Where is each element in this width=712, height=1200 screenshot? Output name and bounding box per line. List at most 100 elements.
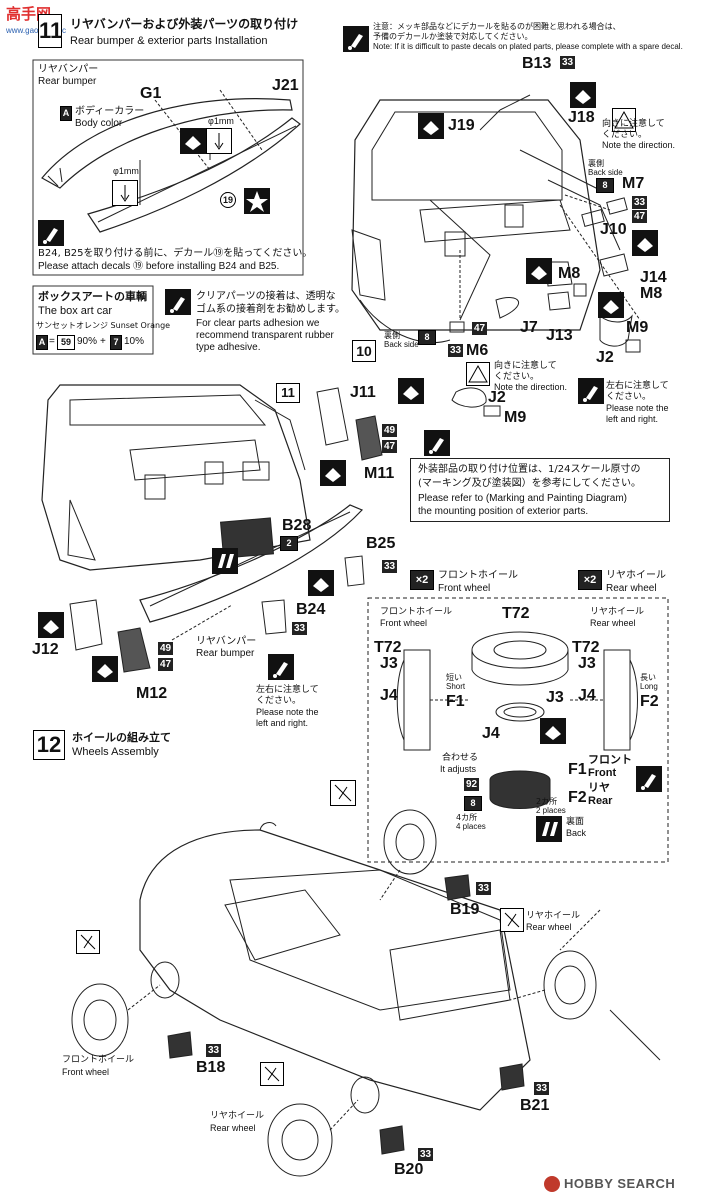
glue-icon-wheel [636, 766, 662, 792]
front-wheel-bottom-en: Front wheel [62, 1067, 110, 1077]
part-t72-left: T72 [374, 639, 402, 656]
part-m8a: M8 [558, 265, 581, 282]
glue-icon-clear [165, 289, 191, 315]
decal-33-m6: 33 [448, 344, 464, 357]
two-places-jp: 2カ所 [536, 797, 558, 806]
decal-33-b18: 33 [206, 1044, 222, 1057]
rear-wheel-bottom2-jp: リヤホイール [210, 1111, 265, 1121]
part-j11: J11 [350, 384, 376, 401]
lr-mid-en2: left and right. [256, 718, 309, 728]
clear-parts-en2: recommend transparent rubber [196, 330, 334, 341]
cement-icon-m12 [92, 656, 118, 682]
short-en: Short [446, 682, 466, 691]
paint-icon-wheel [536, 816, 562, 842]
no-glue-icon-front [76, 930, 100, 954]
clear-parts-en3: type adhesive. [196, 342, 261, 353]
rear-bumper-label-en: Rear bumper [38, 76, 97, 87]
exterior-note-box [410, 458, 670, 522]
rear-wheel-header-en: Rear wheel [606, 583, 657, 594]
caution-icon-2 [466, 362, 490, 386]
part-j2a: J2 [596, 349, 614, 366]
part-f1-center: F1 [568, 761, 587, 778]
back-side-jp: 裏側 [588, 159, 604, 168]
front-wheel-header-en: Front wheel [438, 583, 491, 594]
part-b28: B28 [282, 517, 312, 534]
front-label-en: Front [588, 767, 617, 779]
cement-icon-j18 [570, 82, 596, 108]
glue-icon [343, 26, 369, 52]
step-number-11-header: 11 [38, 14, 62, 48]
part-b24: B24 [296, 601, 326, 618]
rear-label-en: Rear [588, 795, 613, 807]
part-j12: J12 [32, 641, 59, 658]
clear-parts-jp1: クリアパーツの接着は、透明な [196, 291, 336, 302]
qty-rear-wheel: ×2 [578, 570, 602, 590]
hobbysearch-logo: HOBBY SEARCH [544, 1174, 704, 1194]
body-color-en: Body color [75, 118, 123, 129]
body-color-jp: ボディーカラー [75, 106, 145, 117]
cement-icon-j19 [418, 113, 444, 139]
part-f1-left: F1 [446, 693, 465, 710]
back-face-en: Back [566, 828, 587, 838]
decal-33-b19: 33 [476, 882, 492, 895]
adjust-en: It adjusts [440, 764, 477, 774]
boxart-color-line: サンセットオレンジ Sunset Orange [36, 321, 171, 330]
rear-wheel-bottom-jp: リヤホイール [526, 911, 581, 921]
back-side-en: Back side [588, 168, 623, 177]
cement-icon-j12 [38, 612, 64, 638]
part-m12: M12 [136, 685, 168, 702]
part-j3-right: J3 [578, 655, 596, 672]
part-f2-center: F2 [568, 789, 587, 806]
adjust-jp: 合わせる [442, 753, 479, 763]
part-b25: B25 [366, 535, 396, 552]
decal-33-b25: 33 [382, 560, 398, 573]
no-glue-icon-rear2 [260, 1062, 284, 1086]
hole-size-1: φ1mm [208, 116, 234, 126]
back-side2-en: Back side [384, 340, 419, 349]
section-12-title-en: Wheels Assembly [72, 746, 159, 758]
mix-plus: + [100, 336, 106, 347]
cement-icon [180, 128, 206, 154]
part-b21: B21 [520, 1097, 550, 1114]
front-wheel-bottom-jp: フロントホイール [62, 1055, 135, 1065]
dir2-note-jp2: ください。 [494, 372, 540, 382]
part-b19: B19 [450, 901, 480, 918]
hobbysearch-icon [544, 1176, 560, 1192]
lr-note-jp2: ください。 [606, 392, 652, 402]
part-t72-center: T72 [502, 605, 530, 622]
notice-jp: 注意：メッキ部品などにデカールを貼るのが困難と思われる場合は、 [373, 22, 621, 31]
mix-a-paint: 59 [57, 335, 75, 350]
decal-49-m11: 49 [382, 424, 398, 437]
lr-note-en: Please note the [606, 403, 669, 413]
note-icon-lr-mid [268, 654, 294, 680]
decal-19-marker: 19 [220, 192, 236, 208]
dir-note-en: Note the direction. [602, 140, 676, 150]
rear-label-jp: リヤ [588, 781, 610, 794]
part-f2-right: F2 [640, 693, 659, 710]
bumper-note-en: Please attach decals ⑲ before installing… [38, 261, 280, 272]
mix-a-letter: A [36, 335, 48, 350]
mix-a-percent: 90% [77, 336, 98, 347]
note-icon [38, 220, 64, 246]
step-number-12: 12 [33, 730, 65, 760]
drill-icon [206, 128, 232, 154]
part-j19: J19 [448, 117, 475, 134]
long-jp: 長い [640, 673, 656, 682]
dir-note-jp: 向きに注意して [602, 119, 665, 129]
paint-icon [212, 548, 238, 574]
hole-size-2: φ1mm [113, 166, 139, 176]
decal-33-b13: 33 [560, 56, 576, 69]
decal-8-m7: 8 [596, 178, 614, 193]
color-letter-a: A [60, 106, 72, 121]
part-j3-center: J3 [546, 689, 564, 706]
back-face-jp: 裏面 [566, 817, 585, 827]
four-places-en: 4 places [456, 822, 486, 831]
lr-note-jp: 左右に注意して [606, 381, 669, 391]
no-glue-icon [330, 780, 356, 806]
wheelbox-fw-en: Front wheel [380, 618, 428, 628]
four-places-jp: 4カ所 [456, 813, 478, 822]
decal-33-b24: 33 [292, 622, 308, 635]
bumper-note-jp: B24, B25を取り付ける前に、デカール⑲を貼ってください。 [38, 248, 313, 259]
notice-en: Note: If it is difficult to paste decals… [373, 42, 683, 51]
